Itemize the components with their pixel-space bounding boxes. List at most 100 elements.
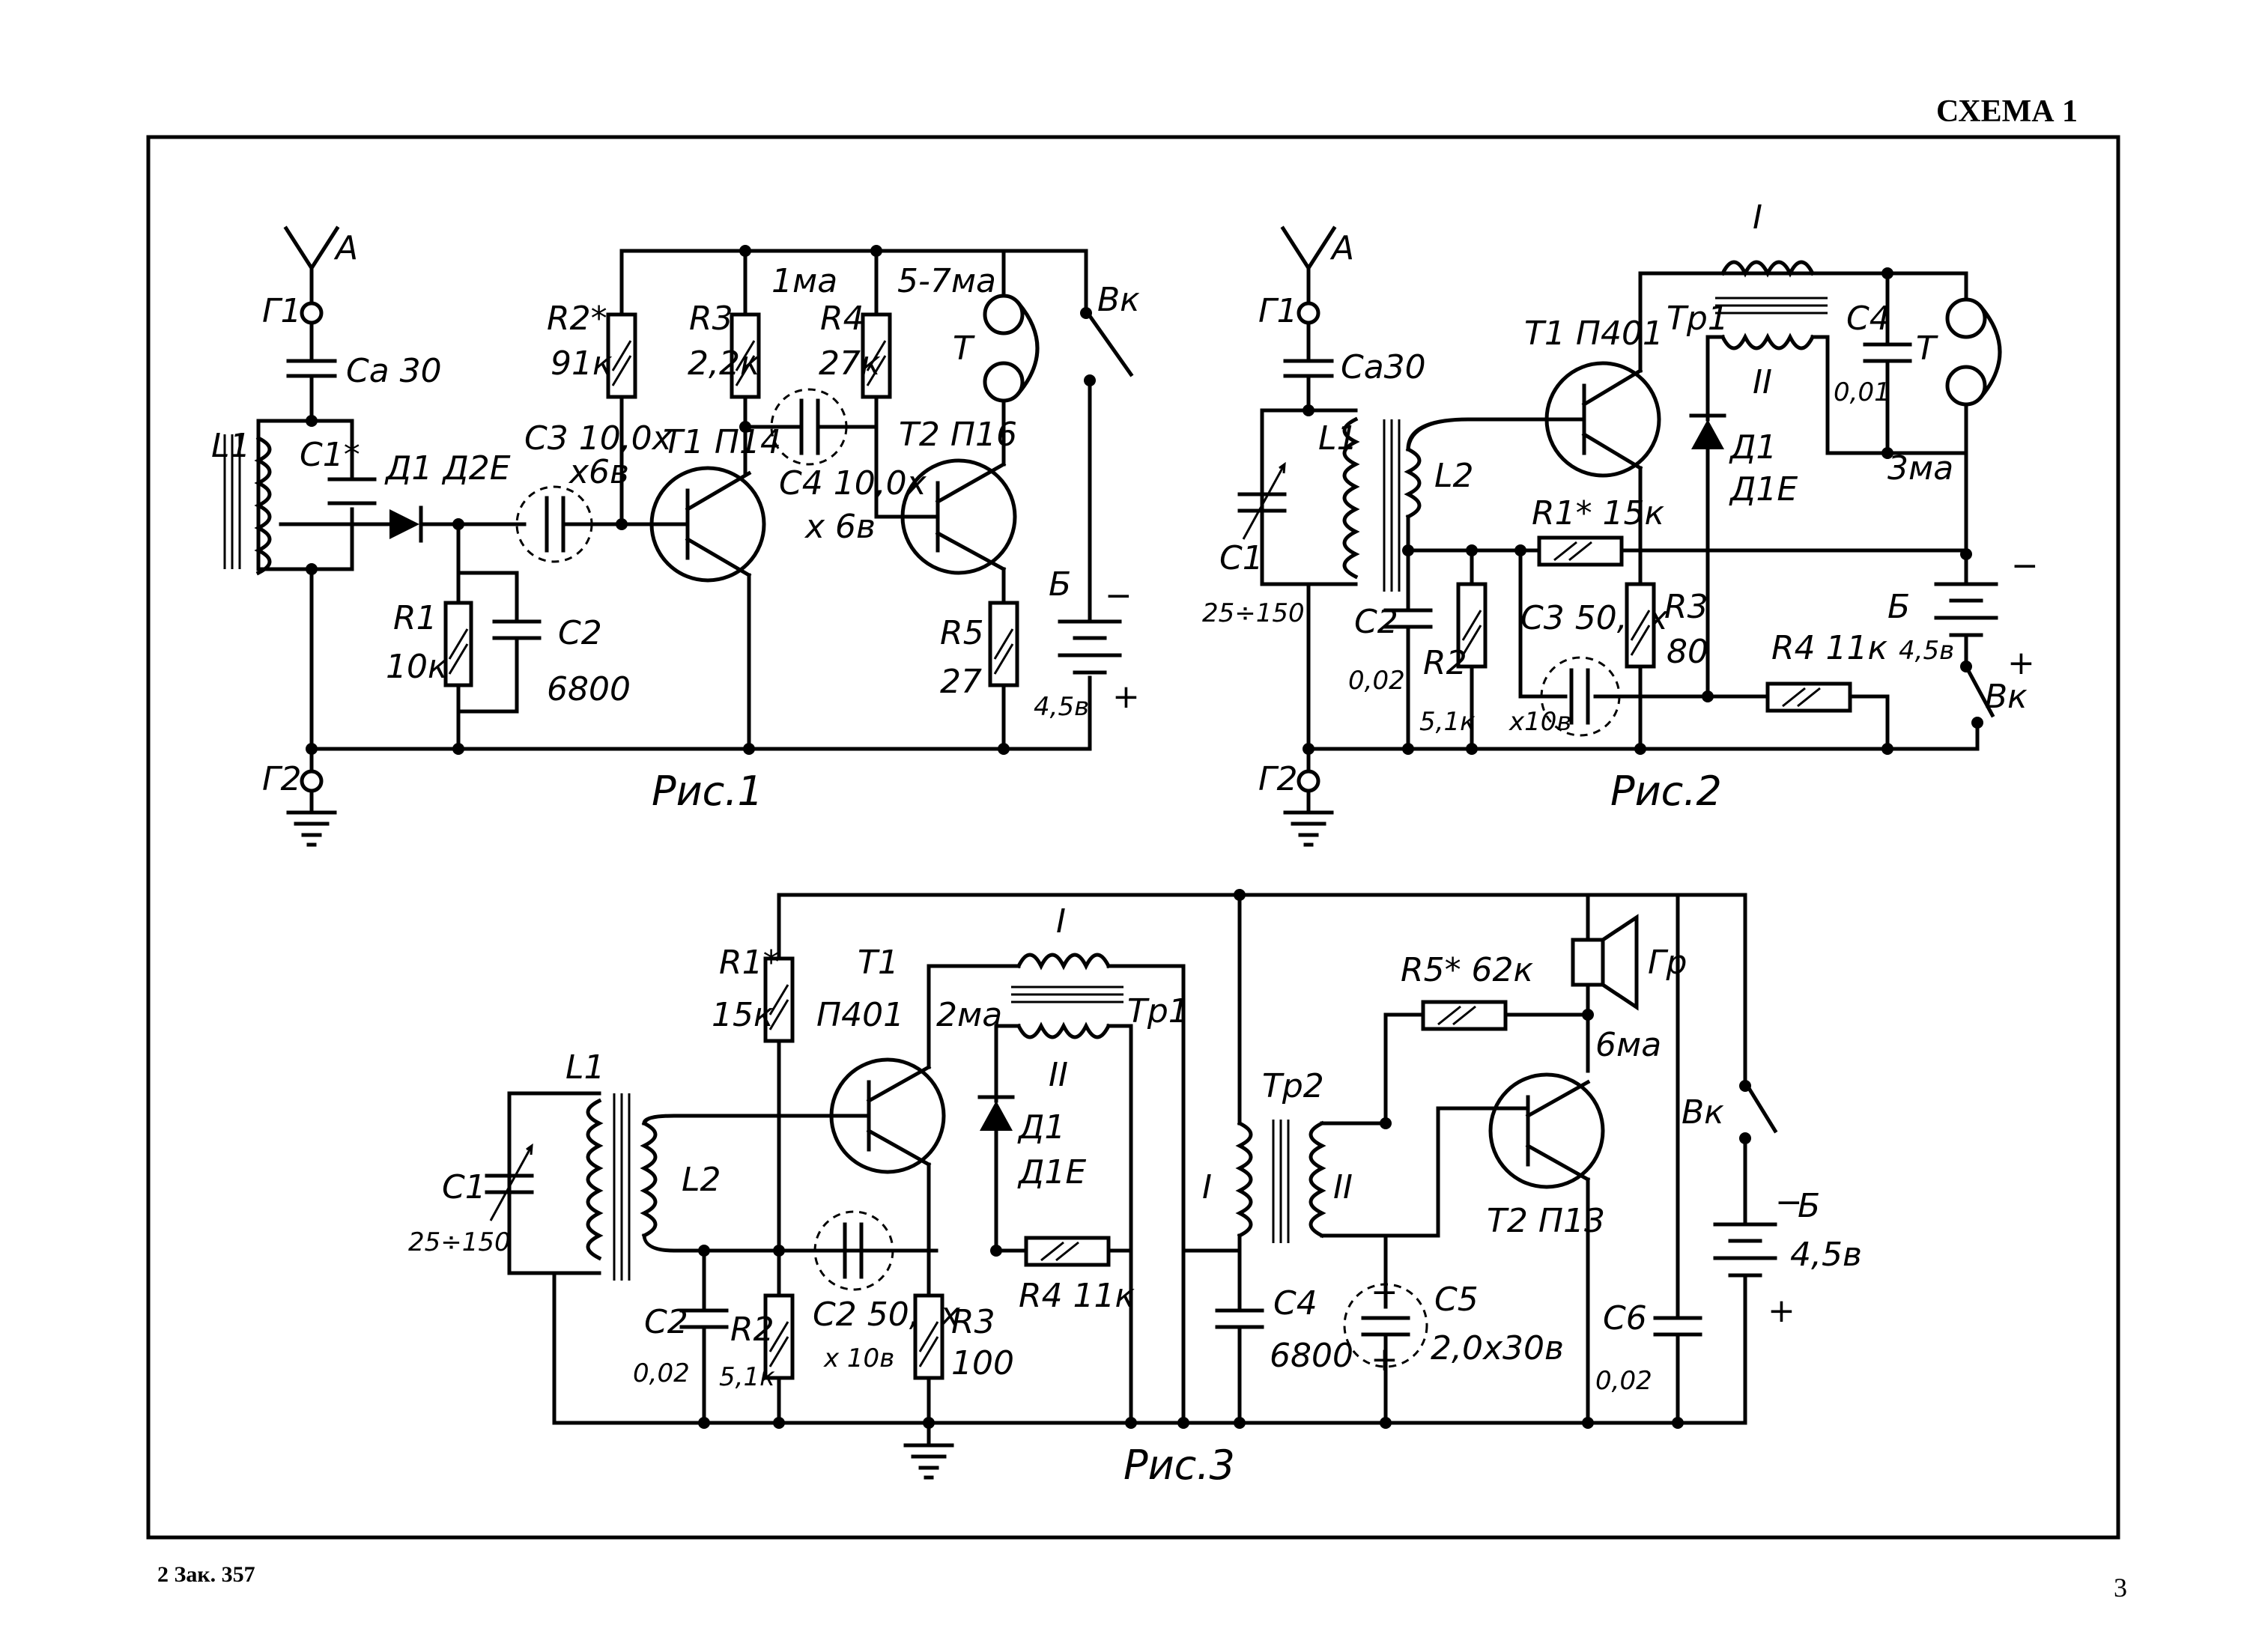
fig2-r3-label: R3 — [1664, 588, 1708, 626]
fig1-battery-plus: + — [1112, 678, 1140, 716]
fig1-ground-symbol — [286, 789, 337, 847]
fig3-capacitor-c6 — [1653, 893, 1702, 1425]
fig1-c2-label: C2 — [558, 614, 602, 652]
fig3-c1-label: C1 — [442, 1168, 486, 1206]
fig1-switch-label: Вк — [1097, 281, 1140, 319]
fig1-c3-label: C3 10,0х — [524, 419, 673, 458]
fig2-battery-label: Б — [1887, 588, 1910, 626]
fig1-capacitor-c1 — [327, 477, 377, 505]
fig1-r4-label: R4 — [820, 300, 864, 338]
fig1-battery-minus: − — [1105, 577, 1132, 615]
fig3-speaker-label: Гр — [1648, 944, 1687, 982]
fig3-tr2-core — [1272, 1120, 1290, 1243]
fig3-tr1-core — [1011, 986, 1124, 1003]
fig2-transistor-t1 — [1544, 361, 1661, 478]
fig2-phone-bottom — [1945, 365, 1987, 407]
fig2-phone-label: Т — [1916, 330, 1938, 368]
fig3-tr1-winding-2-label: II — [1049, 1056, 1068, 1094]
fig3-c4-value: 6800 — [1270, 1337, 1353, 1375]
fig1-phone-label: Т — [953, 330, 975, 368]
fig2-caption: Рис.2 — [1610, 768, 1722, 815]
fig2-battery-plus: + — [2007, 644, 2035, 682]
fig3-tr1-winding-2 — [1016, 1021, 1112, 1039]
fig1-r3-value: 2,2к — [688, 344, 760, 383]
fig1-g1-label: Г1 — [262, 292, 302, 330]
fig3-battery-label: Б — [1798, 1187, 1820, 1225]
fig3-c2b-label2: х 10в — [823, 1343, 894, 1373]
fig2-capacitor-c4 — [1863, 271, 1912, 455]
fig2-winding-2-label: II — [1753, 363, 1772, 401]
fig1-t2-label: T2 П16 — [899, 416, 1017, 454]
fig3-battery — [1713, 1136, 1777, 1425]
fig3-c5-label: C5 — [1434, 1281, 1479, 1319]
fig3-r2-label: R2 — [730, 1311, 774, 1349]
fig1-d1-label: Д1 Д2Е — [384, 449, 511, 488]
fig2-transformer-core — [1715, 297, 1828, 315]
fig3-r2-value: 5,1к — [719, 1362, 775, 1392]
fig2-r2-label: R2 — [1423, 644, 1467, 682]
sheet-frame — [146, 135, 2120, 1540]
fig2-circuit: А Г1 Ca30 L1 C1 25÷150 L2 T1 П401 I II Т… — [1202, 198, 2039, 847]
fig3-c6-value: 0,02 — [1595, 1366, 1652, 1396]
fig3-c5-value: 2,0х30в — [1431, 1329, 1564, 1367]
fig3-r5-label: R5* 62к — [1401, 951, 1534, 989]
fig1-phone-top — [983, 294, 1025, 335]
fig1-current-1: 1ма — [771, 262, 837, 300]
fig3-capacitor-c2 — [679, 1248, 729, 1425]
fig1-l1-label: L1 — [211, 427, 251, 465]
fig2-transformer-winding-2 — [1720, 332, 1816, 350]
fig2-switch-label: Вк — [1985, 678, 2028, 716]
fig3-c4-label: C4 — [1273, 1284, 1317, 1322]
fig3-current-2: 6ма — [1595, 1026, 1661, 1064]
fig2-ca-label: Ca30 — [1341, 348, 1426, 386]
fig1-r3-label: R3 — [689, 300, 733, 338]
fig1-c2-value: 6800 — [547, 670, 631, 708]
fig3-r1-label: R1* — [719, 944, 780, 982]
fig2-r2-value: 5,1к — [1419, 707, 1476, 737]
fig2-r1-label: R1* 15к — [1532, 494, 1665, 532]
fig1-r1-label: R1 — [393, 599, 437, 637]
fig1-r1-value: 10к — [386, 648, 448, 686]
fig1-capacitor-c4 — [743, 398, 879, 455]
fig1-diode-d1 — [389, 509, 419, 539]
fig2-r4-label: R4 11к — [1771, 629, 1888, 667]
fig2-r3-value: 80 — [1667, 633, 1708, 671]
fig1-capacitor-c3 — [545, 496, 565, 553]
fig3-switch-label: Вк — [1682, 1093, 1724, 1132]
fig1-antenna-label: А — [333, 229, 358, 267]
fig3-c6-label: C6 — [1603, 1299, 1647, 1337]
fig3-c1-value: 25÷150 — [408, 1227, 511, 1257]
fig1-r5-value: 27 — [940, 663, 982, 701]
fig3-t1-label: T1 — [858, 944, 899, 982]
fig3-c2-label: C2 — [644, 1303, 688, 1341]
fig1-capacitor-ca — [286, 359, 337, 378]
fig3-d1-label: Д1 — [1017, 1108, 1065, 1147]
fig2-c3-label2: х10в — [1508, 707, 1571, 737]
fig3-switch — [1743, 893, 1778, 1134]
fig3-coil-l1 — [586, 1098, 604, 1261]
sheet-title: СХЕМА 1 — [1936, 94, 2078, 129]
fig2-capacitor-ca — [1283, 321, 1334, 413]
fig1-r5-label: R5 — [940, 614, 984, 652]
fig3-c5-minus: − — [1371, 1273, 1398, 1311]
fig3-r3-label: R3 — [951, 1303, 995, 1341]
fig2-battery-minus: − — [2011, 547, 2039, 585]
fig3-capacitor-c1 — [485, 1173, 534, 1194]
fig1-battery-label: Б — [1049, 565, 1071, 604]
fig3-t2-label: T2 П13 — [1487, 1202, 1605, 1240]
fig1-c4-label2: х 6в — [804, 508, 876, 546]
fig2-ferrite-core — [1383, 419, 1401, 592]
fig2-c4-value: 0,01 — [1834, 377, 1890, 407]
fig3-capacitor-c4 — [1181, 1248, 1264, 1425]
fig3-battery-value: 4,5в — [1790, 1236, 1862, 1274]
fig2-l1-label: L1 — [1318, 419, 1358, 458]
fig1-circuit: А Г1 Ca 30 L1 C1* Д1 Д2Е R1 10к C2 6800 — [211, 225, 1140, 847]
fig1-r2-value: 91к — [551, 344, 613, 383]
fig3-tr1-winding-1 — [1016, 953, 1112, 971]
fig1-r2-label: R2* — [547, 300, 607, 338]
fig1-battery-value: 4,5в — [1034, 692, 1089, 722]
fig2-c4-label: C4 — [1846, 300, 1890, 338]
fig2-t1-label: T1 П401 — [1524, 315, 1664, 353]
